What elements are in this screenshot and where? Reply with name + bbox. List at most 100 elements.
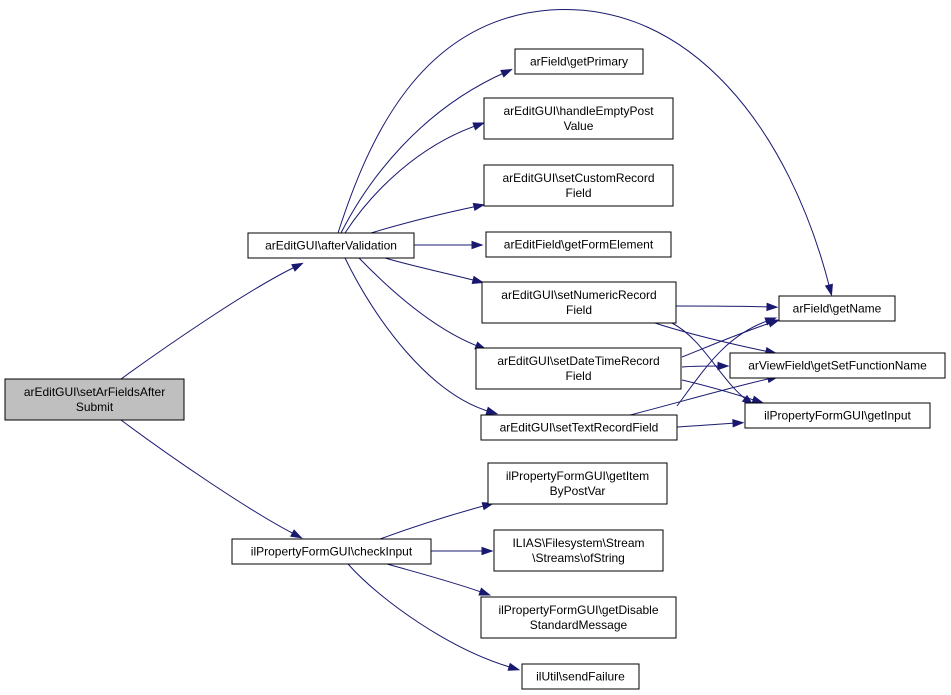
node-label: ILIAS\Filesystem\Stream — [512, 536, 644, 550]
edge-setTextRecordField-to-getName — [676, 317, 778, 407]
nodes-layer: arEditGUI\setArFieldsAfterSubmitarEditGU… — [4, 48, 946, 690]
edge-line — [120, 265, 298, 380]
arrowhead-icon — [472, 202, 486, 212]
edge-afterValidation-to-getPrimary — [340, 68, 513, 234]
node-box — [4, 378, 185, 421]
node-label: arEditGUI\setDateTimeRecord — [497, 354, 659, 368]
edges-layer — [120, 8, 833, 671]
arrowhead-icon — [478, 587, 492, 596]
arrowhead-icon — [500, 68, 513, 78]
node-getInput[interactable]: ilPropertyFormGUI\getInput — [744, 402, 931, 429]
edge-checkInput-to-getDisableStandardMessage — [386, 563, 492, 596]
edge-checkInput-to-getItemByPostVar — [379, 502, 495, 540]
edge-line — [675, 305, 772, 308]
node-label: arEditGUI\setArFieldsAfter — [24, 385, 165, 399]
node-label: arEditGUI\setNumericRecord — [501, 288, 656, 302]
arrowhead-icon — [472, 122, 486, 131]
edge-line — [681, 321, 774, 358]
node-label: arEditGUI\handleEmptyPost — [503, 104, 654, 118]
edge-afterValidation-to-setTextRecordField — [344, 257, 499, 415]
edge-line — [676, 319, 771, 407]
node-label: StandardMessage — [530, 618, 628, 632]
node-label: ilPropertyFormGUI\getDisable — [498, 603, 658, 617]
node-box — [514, 48, 644, 75]
edge-checkInput-to-sendFailure — [347, 563, 521, 671]
node-label: arEditGUI\setTextRecordField — [500, 421, 659, 435]
node-box — [475, 347, 682, 390]
node-box — [231, 538, 432, 565]
node-getSetFunctionName[interactable]: arViewField\getSetFunctionName — [729, 352, 946, 379]
edge-afterValidation-to-handleEmptyPostValue — [344, 122, 486, 234]
node-label: ilUtil\sendFailure — [536, 670, 625, 684]
edge-line — [681, 379, 758, 402]
edge-root-to-checkInput — [120, 419, 303, 539]
edge-line — [347, 563, 514, 669]
node-label: Field — [566, 303, 592, 317]
edge-line — [120, 419, 297, 536]
node-box — [521, 663, 640, 690]
arrowhead-icon — [824, 283, 833, 297]
node-checkInput[interactable]: ilPropertyFormGUI\checkInput — [231, 538, 432, 565]
node-label: ilPropertyFormGUI\getInput — [764, 409, 911, 423]
edge-afterValidation-to-getName — [337, 8, 833, 297]
arrowhead-icon — [471, 240, 484, 250]
node-box — [480, 414, 678, 441]
edge-afterValidation-to-setDateTimeRecordField — [358, 257, 487, 350]
edge-checkInput-to-ofString — [431, 546, 494, 556]
arrowhead-icon — [751, 395, 765, 404]
edge-setTextRecordField-to-getInput — [676, 419, 745, 428]
node-box — [480, 596, 677, 639]
node-box — [247, 232, 415, 259]
node-label: \Streams\ofString — [532, 551, 625, 565]
node-label: arField\getName — [793, 302, 882, 316]
node-getDisableStandardMessage[interactable]: ilPropertyFormGUI\getDisableStandardMess… — [480, 596, 677, 639]
node-sendFailure[interactable]: ilUtil\sendFailure — [521, 663, 640, 690]
node-box — [485, 231, 672, 258]
node-setTextRecordField[interactable]: arEditGUI\setTextRecordField — [480, 414, 678, 441]
node-box — [483, 164, 674, 207]
node-getPrimary[interactable]: arField\getPrimary — [514, 48, 644, 75]
edge-line — [344, 124, 479, 234]
edge-line — [370, 205, 479, 234]
edge-setDateTimeRecordField-to-getName — [681, 319, 781, 358]
node-getName[interactable]: arField\getName — [778, 295, 896, 322]
node-ofString[interactable]: ILIAS\Filesystem\Stream\Streams\ofString — [493, 529, 664, 572]
edge-line — [358, 257, 481, 348]
node-getFormElement[interactable]: arEditField\getFormElement — [485, 231, 672, 258]
arrowhead-icon — [485, 406, 499, 415]
edge-line — [340, 71, 507, 234]
node-afterValidation[interactable]: arEditGUI\afterValidation — [247, 232, 415, 259]
node-label: ilPropertyFormGUI\getItem — [506, 469, 649, 483]
edge-afterValidation-to-getFormElement — [414, 240, 484, 250]
node-label: Value — [564, 119, 594, 133]
node-box — [493, 529, 664, 572]
edge-line — [379, 504, 488, 540]
arrowhead-icon — [766, 302, 779, 312]
node-box — [483, 97, 674, 140]
edge-afterValidation-to-setCustomRecordField — [370, 202, 486, 234]
edge-line — [384, 257, 478, 282]
arrowhead-icon — [481, 546, 494, 556]
arrowhead-icon — [291, 262, 304, 272]
edge-line — [344, 257, 492, 413]
edge-setNumericRecordField-to-getName — [675, 302, 779, 312]
edge-line — [337, 8, 831, 290]
arrowhead-icon — [290, 529, 303, 539]
node-label: arViewField\getSetFunctionName — [748, 359, 927, 373]
node-label: Submit — [76, 400, 114, 414]
node-label: arField\getPrimary — [530, 55, 628, 69]
edge-line — [629, 377, 773, 416]
node-box — [729, 352, 946, 379]
edge-afterValidation-to-setNumericRecordField — [384, 257, 485, 284]
node-label: ilPropertyFormGUI\checkInput — [251, 545, 413, 559]
edge-root-to-afterValidation — [120, 262, 304, 380]
node-label: Field — [565, 186, 591, 200]
node-box — [487, 462, 668, 505]
